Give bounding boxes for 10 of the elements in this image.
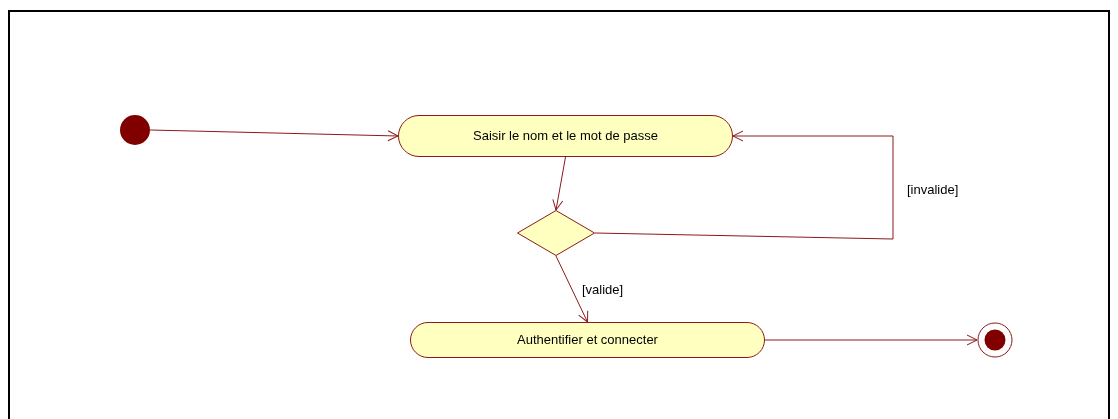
arrow xyxy=(555,255,589,323)
action-box: Saisir le nom et le mot de passe xyxy=(398,115,733,157)
arrow xyxy=(594,130,894,240)
arrow xyxy=(552,156,566,211)
initial-node xyxy=(120,115,150,145)
arrow xyxy=(149,129,399,142)
action-box: Authentifier et connecter xyxy=(410,322,765,358)
final-node xyxy=(977,322,1013,358)
arrow xyxy=(764,334,978,346)
decision-diamond xyxy=(517,210,595,256)
